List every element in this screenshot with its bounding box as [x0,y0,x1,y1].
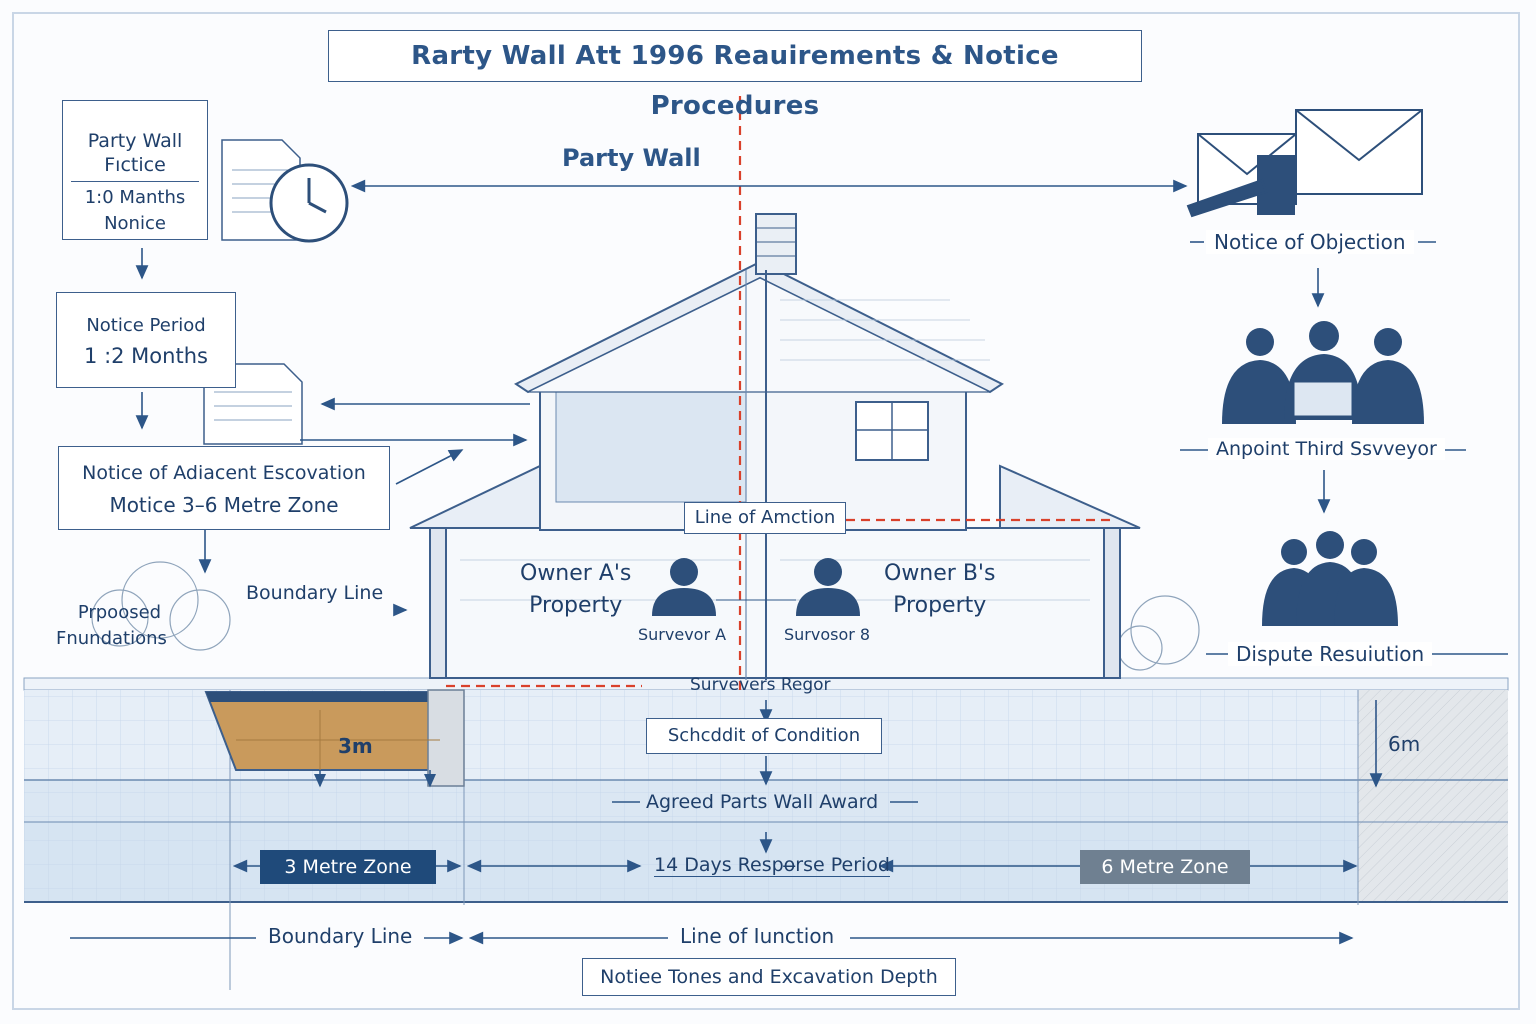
flow-arrows [70,179,1508,945]
page-title: Rarty Wall Att 1996 Reauirements & Notic… [328,30,1142,121]
notice-period-value: 1 :2 Months [84,344,208,368]
proposed-foundations-line1: Prpoosed [77,602,162,623]
three-metre-zone-badge: 3 Metre Zone [260,850,436,884]
house [409,213,1141,680]
notice-period-title: Notice Period [86,315,206,336]
line-of-junction-label-lower: Line of Iunction [680,924,835,948]
six-metre-zone-badge: 6 Metre Zone [1080,850,1250,884]
boundary-line-label-upper: Boundary Line [246,582,384,604]
surveyor-a-label: Survevor A [638,625,727,644]
depth-label-3m: 3m [338,734,373,758]
notice-card-period-line2: Nonice [104,213,166,234]
shrubs [91,561,1200,671]
line-of-junction-tag: Line of Amction [684,502,846,534]
caption-box: Notiee Tones and Excavation Depth [582,958,956,996]
dispute-resolution-label: Dispute Resuiution [1228,642,1433,666]
owner-b-line1: Owner B's [884,561,996,586]
proposed-foundations-line2: Fnundations [56,628,167,649]
proposed-foundations-label: Prpoosed Fnundations [56,600,167,652]
schedule-of-condition-tag: Schcddit of Condition [646,718,882,754]
outer-frame [12,12,1520,1010]
notice-card-period-line1: 1:0 Manths [71,181,199,210]
excavation-pit [204,689,465,788]
notice-of-objection-label: Notice of Objection [1206,230,1414,254]
notice-card-title-line2: Fıctice [104,154,166,176]
surveyor-b-label: Survosor 8 [784,625,871,644]
adjacent-excavation-zone: Motice 3–6 Metre Zone [109,493,339,517]
owner-a-label: Owner A's Property [520,558,631,622]
notice-period-card: Notice Period 1 :2 Months [56,292,236,388]
depth-label-6m: 6m [1388,732,1421,756]
boundary-line-label-lower: Boundary Line [268,924,413,948]
party-wall-label: Party Wall [562,144,701,172]
response-period-label: 14 Days Respo̶rse Period [654,854,890,877]
notice-card-title-line1: Party Wall [87,130,183,152]
appoint-third-surveyor-label: Anpoint Third Ssvveyor [1208,438,1445,460]
agreed-award-label: Agreed Parts Wall Award [646,791,879,813]
surveyor-figures [652,558,860,616]
junction-line-red [446,96,1110,690]
surveyors-report-label: Survevers Regor [690,675,831,695]
owner-b-label: Owner B's Property [884,558,995,622]
owner-a-line2: Property [529,593,623,618]
envelope-icon [1186,109,1423,218]
owner-a-line1: Owner A's [520,561,632,586]
owner-b-line2: Property [893,593,987,618]
adjacent-excavation-title: Notice of Adiacent Escovation [82,462,366,484]
adjacent-excavation-card: Notice of Adiacent Escovation Motice 3–6… [58,446,390,530]
party-wall-notice-card: Party Wall Fıctice 1:0 Manths Nonice [62,100,208,240]
surveyor-groups [1222,321,1424,626]
